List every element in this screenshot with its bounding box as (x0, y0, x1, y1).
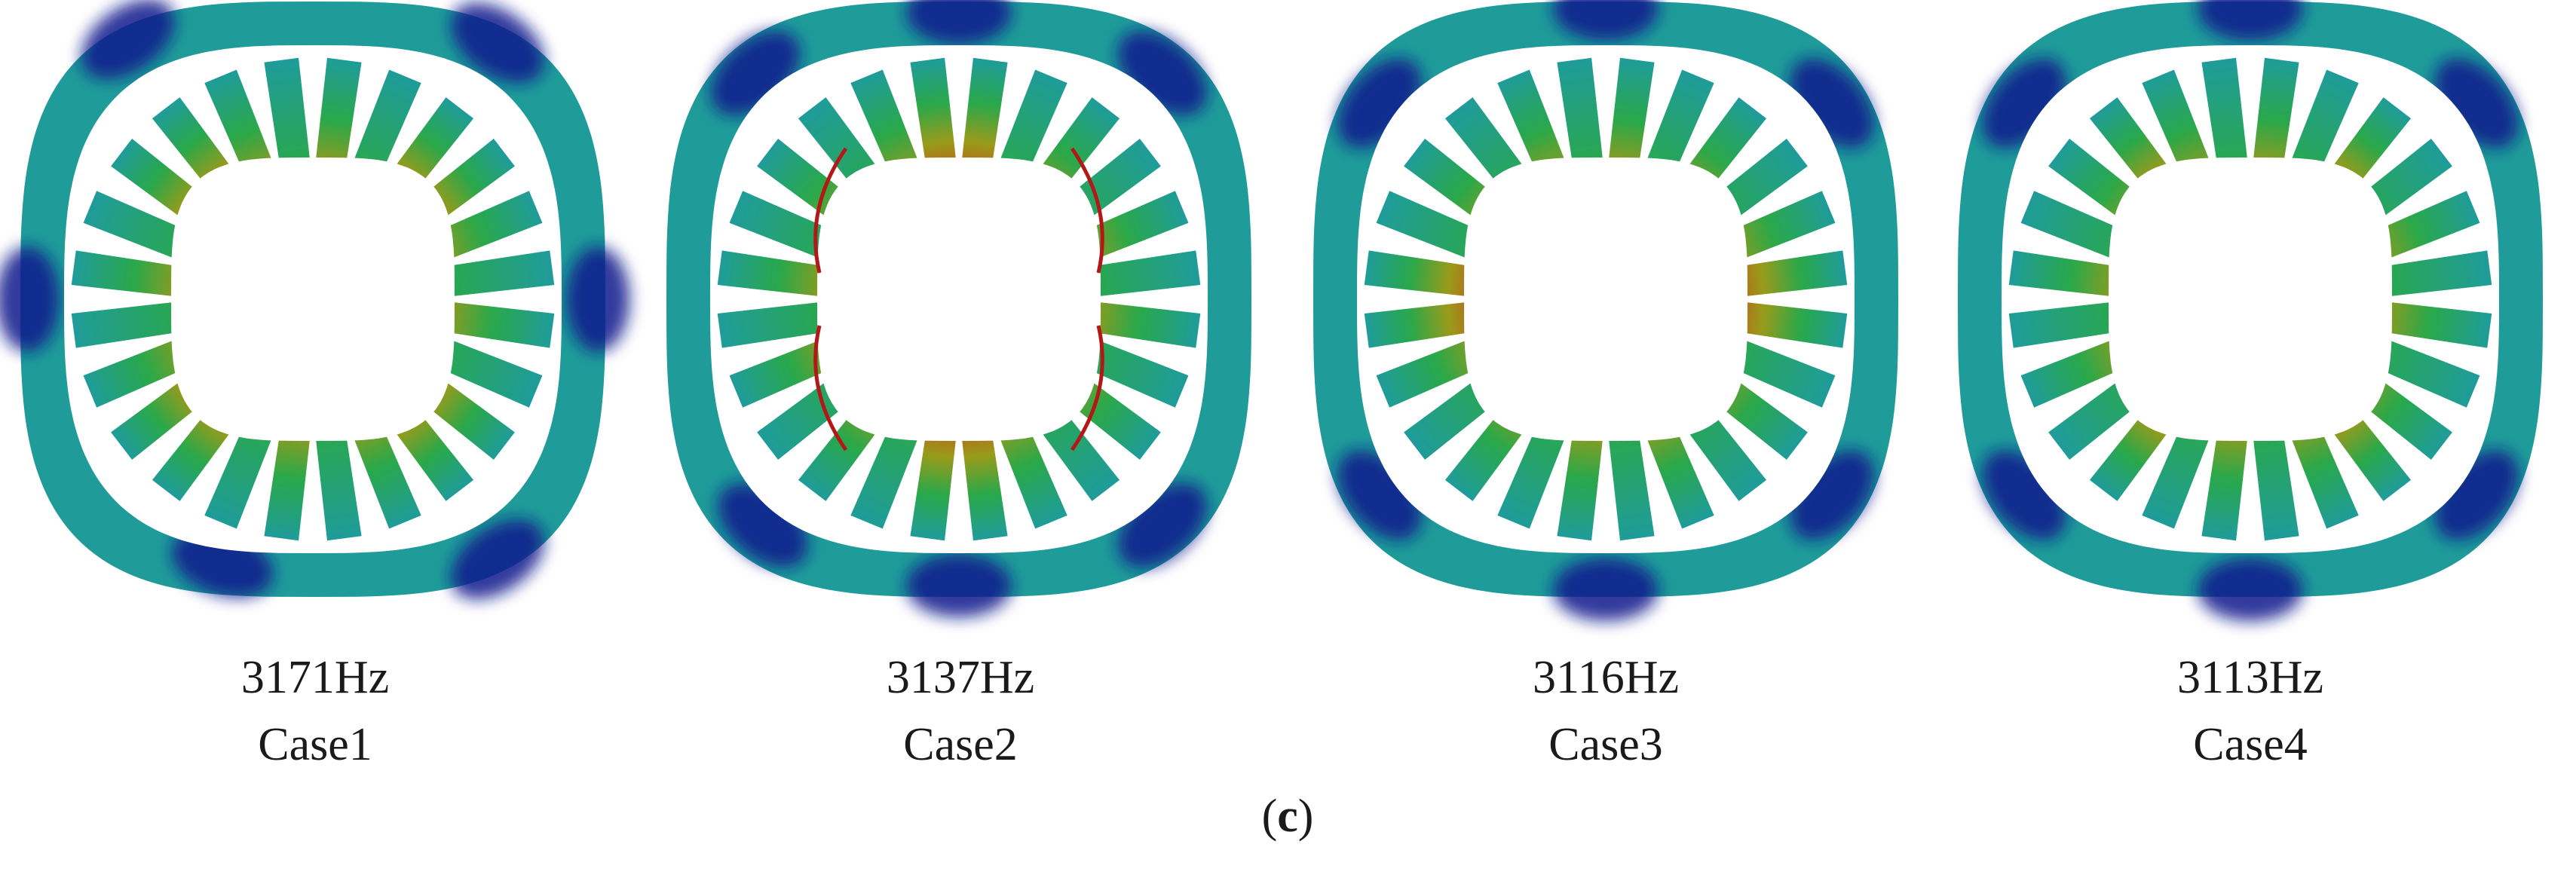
stator-panel-2 (666, 0, 1251, 617)
stator-panel-3 (1313, 0, 1898, 621)
stress-line (813, 147, 848, 274)
stator-panel-4 (1958, 0, 2543, 621)
panel-1-frequency: 3171Hz (240, 652, 390, 703)
panel-3-case: Case3 (1548, 719, 1663, 770)
panel-4-case: Case4 (2193, 719, 2308, 770)
panel-3-frequency: 3116Hz (1533, 652, 1679, 703)
stator-bore (2109, 158, 2392, 441)
stator-bore (171, 158, 455, 441)
subfigure-caption: (c) (1261, 791, 1314, 842)
panel-1-case: Case1 (258, 719, 372, 770)
stress-line (1070, 147, 1104, 274)
panel-4-frequency: 3113Hz (2177, 652, 2323, 703)
stator-panel-1 (0, 0, 629, 600)
subfigure-letter: c (1277, 791, 1298, 842)
panel-2-frequency: 3137Hz (886, 652, 1035, 703)
stress-line (813, 325, 848, 451)
stress-line (1070, 325, 1104, 451)
panel-2-case: Case2 (903, 719, 1018, 770)
stator-bore (817, 158, 1101, 441)
stator-bore (1464, 158, 1747, 441)
